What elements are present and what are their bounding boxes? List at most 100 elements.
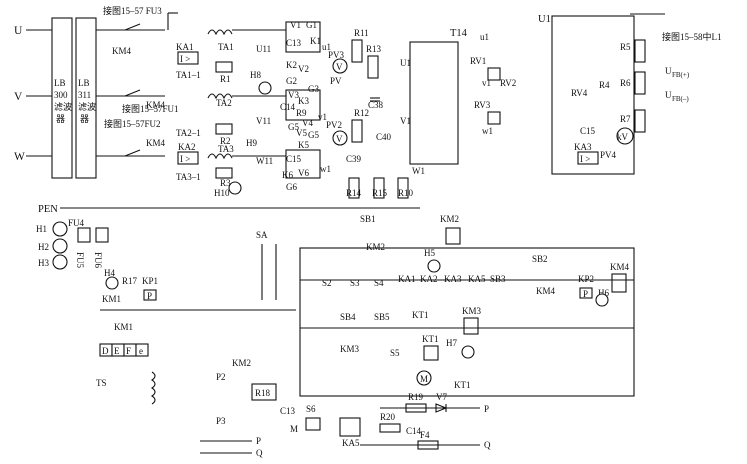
u1-node-label: u1 [322, 42, 331, 52]
v1-coil-label: V1 [400, 116, 411, 126]
p2-label: P2 [216, 372, 226, 382]
u11-label: U11 [256, 44, 271, 54]
ta3-label: TA3 [218, 144, 234, 154]
c39-label: C39 [346, 154, 362, 164]
terminal-e-label: E [114, 346, 120, 356]
ka3-ctrl-label: KA3 [444, 274, 462, 284]
rv1-varistor [487, 67, 501, 81]
km2-coil [445, 227, 461, 245]
r13-label: R13 [366, 44, 382, 54]
h10-lamp [228, 181, 242, 195]
lb300-text1: 滤波 [54, 101, 72, 112]
control-circuit-right: SB1 KM2 KM2 H5 S2 S3 S4 KA1 KA2 KA3 KA5 … [299, 214, 635, 397]
ta2-1-label: TA2–1 [176, 128, 201, 138]
phase-u-label: U [14, 25, 23, 37]
terminal-d-label: D [102, 346, 109, 356]
t14-w1-label: w1 [482, 126, 493, 136]
lb311-text1: 滤波 [78, 101, 96, 112]
power-input-section: U V W LB 300 滤波 器 LB 311 滤波 器 PEN [14, 17, 330, 215]
km4-contact-u-label: KM4 [112, 46, 132, 56]
ta2-label: TA2 [216, 98, 232, 108]
ka1-relay [177, 51, 199, 65]
v1-node-label: v1 [318, 112, 327, 122]
h4-lamp [105, 276, 119, 290]
t14-core [409, 41, 459, 165]
v6-label: V6 [298, 168, 309, 178]
ka2-relay [177, 151, 199, 165]
bottom-output: S6 M KA5 R20 C14 R19 V7 P F4 Q [290, 392, 491, 450]
sb5-label: SB5 [374, 312, 390, 322]
h6-lamp [595, 293, 609, 307]
lb300-filter-label: LB [54, 78, 66, 88]
p-out-label: P [256, 436, 261, 446]
v5-label: V5 [296, 128, 307, 138]
kt1-coil-label: KT1 [422, 334, 439, 344]
sb4-label: SB4 [340, 312, 356, 322]
sa-label: SA [256, 230, 268, 240]
ka1-i-gt: I > [180, 54, 190, 64]
h10-label: H10 [214, 188, 230, 198]
g3-label: G3 [308, 84, 319, 94]
v2-label: V2 [298, 64, 309, 74]
km4-contact-v-label: KM4 [146, 100, 166, 110]
terminal-e-small-label: e [139, 346, 143, 356]
k6-label: K6 [282, 170, 293, 180]
rectifier-output: U1 接图15–58中L1 RV4 R5 R6 R4 R7 U FB(+) U … [538, 13, 722, 175]
pen-label: PEN [38, 204, 58, 215]
ka2-ctrl-label: KA2 [420, 274, 438, 284]
h3-lamp [52, 254, 68, 270]
r5-label: R5 [620, 42, 631, 52]
phase-w-label: W [14, 151, 25, 163]
s6-switch [305, 417, 321, 431]
r2-label: R2 [220, 136, 231, 146]
kp1-p: P [147, 291, 152, 301]
r19-label: R19 [408, 392, 424, 402]
u1-coil-label: U1 [400, 58, 411, 68]
km2-coil-label: KM2 [440, 214, 459, 224]
kp1-switch [143, 289, 157, 301]
r18-resistor [251, 383, 277, 401]
g2-label: G2 [286, 76, 297, 86]
km4-contact-w-label: KM4 [146, 138, 166, 148]
v4-label: V4 [302, 118, 313, 128]
ta1-label: TA1 [218, 42, 234, 52]
ref-fu1: 接图15–57FU1 [122, 103, 179, 114]
r15-label: R15 [372, 188, 388, 198]
h3-label: H3 [38, 258, 49, 268]
h7-lamp [461, 345, 475, 359]
g5-b-label: G5 [308, 130, 319, 140]
c15-label: C15 [580, 126, 596, 136]
r13-resistor [367, 55, 379, 79]
rv2-label: RV2 [500, 78, 516, 88]
ufb-minus-label: U [665, 90, 672, 100]
r3-label: R3 [220, 178, 231, 188]
s4-label: S4 [374, 278, 384, 288]
c13-label: C13 [286, 38, 302, 48]
p-right-label: P [484, 404, 489, 414]
h8-lamp [258, 81, 272, 95]
control-circuit-left: FU4 FU5 FU6 H1 H2 H3 H4 R17 KP1 KM1 P SA… [36, 218, 296, 458]
r15-resistor [373, 177, 385, 199]
sb1-label: SB1 [360, 214, 376, 224]
lb300-text2: 器 [56, 114, 65, 124]
g5-label: G5 [288, 122, 299, 132]
r5-resistor [634, 39, 646, 63]
fu5-fuse [77, 227, 91, 243]
f4-label: F4 [420, 430, 430, 440]
h1-label: H1 [36, 224, 47, 234]
terminal-e-small [135, 343, 149, 357]
terminal-f-label: F [126, 346, 131, 356]
km1-label: KM1 [102, 294, 121, 304]
v1-label: V1 [290, 20, 301, 30]
motor-label: M [420, 374, 428, 384]
ka2-label: KA2 [178, 142, 196, 152]
r1-resistor [215, 61, 233, 73]
h9-label: H9 [246, 138, 257, 148]
transformer-t14: U1 V1 W1 T14 u1 v1 w1 RV1 RV2 RV3 [400, 28, 516, 176]
kp1-label: KP1 [142, 276, 158, 286]
ka5-label: KA5 [342, 438, 360, 448]
u1-rectifier-label: U1 [538, 14, 551, 25]
c14-upper-label: C14 [280, 102, 296, 112]
kv-label: kV [617, 132, 629, 142]
pv2-meter [332, 130, 348, 146]
